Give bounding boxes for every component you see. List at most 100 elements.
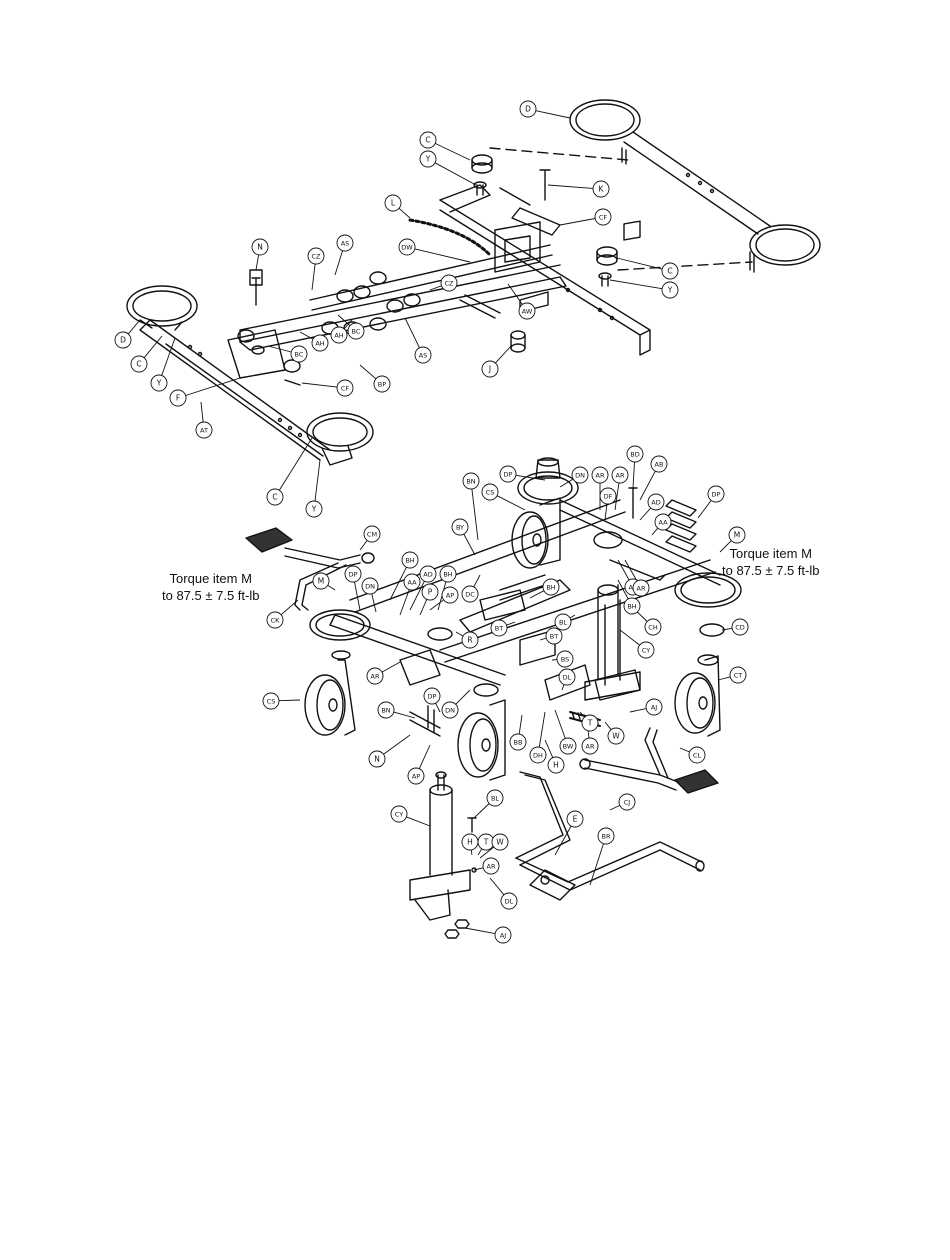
callout-text: T xyxy=(483,838,489,847)
callout-text: CS xyxy=(486,489,495,497)
callout-leader-bw xyxy=(554,709,566,739)
callout-y: Y xyxy=(661,281,679,299)
callout-circle xyxy=(486,789,504,807)
callout-leader-d xyxy=(535,110,571,119)
callout-text: AR xyxy=(637,585,646,593)
callout-leader-df xyxy=(604,503,608,521)
callout-circle xyxy=(407,767,425,785)
callout-leader-cz xyxy=(429,285,442,291)
callout-text: DP xyxy=(504,471,513,479)
callout-text: CF xyxy=(341,385,350,393)
callout-leader-bb xyxy=(518,714,523,735)
callout-leader-c xyxy=(143,335,163,359)
callout-aa: AA xyxy=(403,573,421,591)
callout-leader-ar xyxy=(614,482,620,511)
callout-circle xyxy=(559,737,577,755)
callout-circle xyxy=(618,793,636,811)
callout-cs: CS xyxy=(481,483,499,501)
callout-leader-bh xyxy=(529,590,545,599)
torque-note-right-line1: Torque item M xyxy=(729,546,812,561)
callout-text: AD xyxy=(651,499,660,507)
callout-leader-y xyxy=(609,279,663,290)
callout-y: Y xyxy=(150,374,168,392)
callout-leader-dp xyxy=(354,581,361,611)
callout-text: CZ xyxy=(312,253,322,261)
callout-text: K xyxy=(599,185,605,194)
callout-text: BH xyxy=(546,584,555,592)
callout-ad: AD xyxy=(647,493,665,511)
callout-dl: DL xyxy=(558,668,576,686)
callout-text: CH xyxy=(648,624,658,632)
callout-leader-aj xyxy=(629,708,647,713)
callout-text: DP xyxy=(349,571,358,579)
callout-circle xyxy=(581,714,599,732)
right-leg-assembly xyxy=(489,99,821,273)
callout-text: CK xyxy=(271,617,281,625)
callout-leader-bc xyxy=(267,345,292,353)
callout-leader-f xyxy=(185,377,241,396)
callout-leader-t xyxy=(579,711,585,718)
callout-text: DP xyxy=(428,693,437,701)
callout-ap: AP xyxy=(441,586,459,604)
callout-dp: DP xyxy=(707,485,725,503)
callout-circle xyxy=(377,701,395,719)
callout-text: DN xyxy=(365,583,375,591)
callout-leader-as xyxy=(334,250,344,276)
callout-leader-h xyxy=(544,739,554,758)
callout-circle xyxy=(423,687,441,705)
callout-leader-ad xyxy=(409,580,425,611)
torque-note-left-line1: Torque item M xyxy=(169,571,252,586)
callout-as: AS xyxy=(414,346,432,364)
callout-text: BD xyxy=(630,451,639,459)
callout-circle xyxy=(421,583,439,601)
callout-leader-dl xyxy=(561,684,565,691)
callout-d: D xyxy=(519,100,537,118)
callout-leader-t xyxy=(477,848,483,856)
callout-leader-ar xyxy=(624,559,638,582)
callout-text: W xyxy=(612,732,620,741)
callout-circle xyxy=(403,573,421,591)
callout-cd: CD xyxy=(731,618,749,636)
callout-circle xyxy=(390,805,408,823)
callout-leader-l xyxy=(398,207,411,219)
callout-text: CY xyxy=(395,811,403,819)
callout-t: T xyxy=(581,714,599,732)
callout-leader-bd xyxy=(632,461,635,489)
callout-ad: AD xyxy=(419,565,437,583)
callout-circle xyxy=(481,483,499,501)
callout-leader-bl xyxy=(569,614,576,619)
callout-cl: CL xyxy=(688,746,706,764)
callout-circle xyxy=(554,613,572,631)
callout-bb: BB xyxy=(509,733,527,751)
callout-text: DN xyxy=(575,472,585,480)
lower-detached-parts xyxy=(409,705,705,939)
callout-leader-p xyxy=(419,599,428,616)
callout-circle xyxy=(262,692,280,710)
callout-leader-d xyxy=(127,319,141,335)
callout-circle xyxy=(594,208,612,226)
callout-text: AP xyxy=(412,773,420,781)
callout-cz: CZ xyxy=(307,247,325,265)
callout-text: CJ xyxy=(624,799,631,807)
callout-text: BC xyxy=(295,351,304,359)
callout-circle xyxy=(439,565,457,583)
callout-circle xyxy=(597,827,615,845)
callout-by: BY xyxy=(451,518,469,536)
callout-leader-y xyxy=(434,162,477,186)
callout-leader-w xyxy=(604,721,612,730)
callout-text: BP xyxy=(378,381,386,389)
callout-ab: AB xyxy=(650,455,668,473)
callout-circle xyxy=(344,565,362,583)
callout-text: CY xyxy=(642,647,650,655)
callout-aj: AJ xyxy=(645,698,663,716)
callout-leader-aa xyxy=(399,589,410,616)
callout-circle xyxy=(462,472,480,490)
callout-cj: CJ xyxy=(618,793,636,811)
callout-leader-w xyxy=(479,846,495,859)
callout-c: C xyxy=(266,488,284,506)
callout-leader-cj xyxy=(609,804,620,811)
callout-text: BH xyxy=(405,557,414,565)
callout-leader-ar xyxy=(617,559,630,581)
callout-circle xyxy=(384,194,402,212)
